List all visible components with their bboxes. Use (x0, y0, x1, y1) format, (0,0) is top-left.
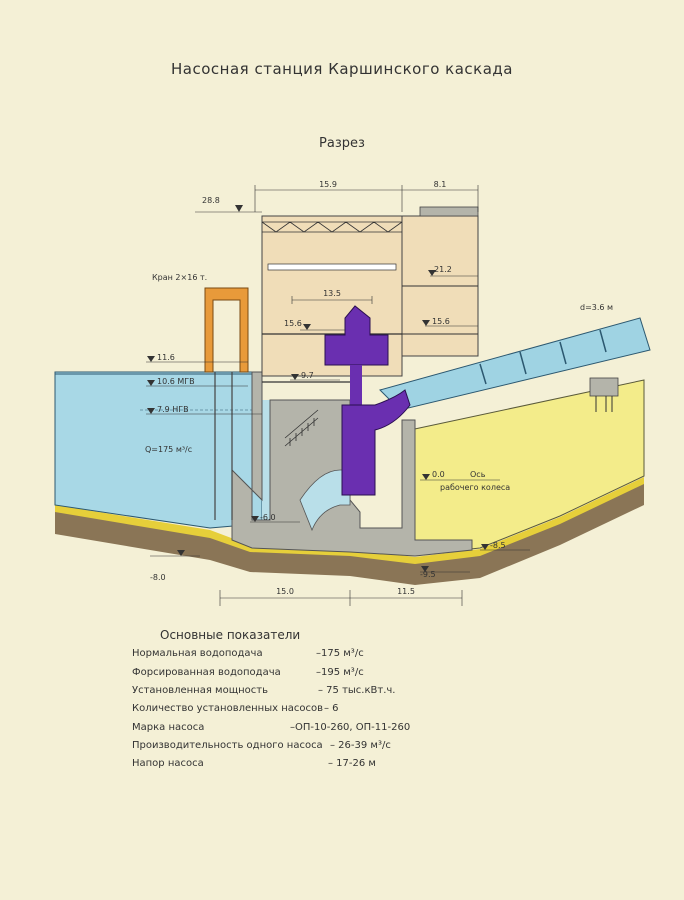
pump-shaft (350, 365, 362, 405)
pump-body (341, 389, 411, 496)
axis-label-line2: рабочего колеса (440, 483, 510, 492)
indicator-row: Количество установленных насосов – 6 (132, 703, 592, 721)
level-foundation-right: -8.5 (490, 541, 506, 550)
support-piles (595, 396, 613, 412)
section-title: Разрез (319, 136, 365, 151)
indicator-value: – 26-39 м³/с (330, 740, 391, 751)
indicator-value: –195 м³/с (316, 667, 364, 678)
indicator-label: Количество установленных насосов (132, 703, 324, 714)
indicator-value: –175 м³/с (316, 648, 364, 659)
level-roof: 28.8 (202, 196, 220, 205)
indicators-heading: Основные показатели (160, 628, 301, 642)
suction-pipe (299, 469, 351, 532)
pipe-diameter-label: d=3.6 м (580, 303, 613, 312)
pipe-support (589, 377, 619, 397)
indicator-row: Нормальная водоподача –175 м³/с (132, 648, 592, 666)
level-bottom-outer: -8.0 (150, 573, 166, 582)
level-foundation-bottom: -9.5 (420, 570, 436, 579)
dim-bottom-left: 15.0 (276, 587, 294, 596)
axis-label-line1: Ось (470, 470, 486, 479)
indicator-label: Производительность одного насоса (132, 740, 323, 751)
pipe-joints (479, 329, 607, 385)
crane-legs (214, 372, 233, 520)
indicator-value: –ОП-10-260, ОП-11-260 (290, 722, 411, 733)
indicator-label: Установленная мощность (132, 685, 268, 696)
stairs (284, 409, 319, 447)
roof-parapet (419, 206, 479, 217)
indicator-row: Форсированная водоподача –195 м³/с (132, 667, 592, 685)
hall-crane-beam (267, 263, 397, 271)
page-title: Насосная станция Каршинского каскада (171, 60, 513, 78)
dim-bottom-right: 11.5 (397, 587, 415, 596)
level-ngv: 7.9 НГВ (157, 405, 189, 414)
crane-label: Кран 2×16 т. (152, 273, 207, 282)
indicator-label: Нормальная водоподача (132, 648, 263, 659)
indicator-value: – 75 тыс.кВт.ч. (318, 685, 396, 696)
soil-backfill (409, 379, 645, 556)
indicator-row: Установленная мощность – 75 тыс.кВт.ч. (132, 685, 592, 703)
indicator-value: – 17-26 м (328, 758, 376, 769)
indicator-row: Марка насоса –ОП-10-260, ОП-11-260 (132, 722, 592, 740)
level-floor-mid: 9.7 (301, 371, 314, 380)
crane-gantry (204, 287, 249, 373)
dimension-lines (146, 185, 530, 606)
indicator-value: – 6 (324, 703, 339, 714)
level-markers (147, 205, 489, 572)
roof-truss (261, 221, 403, 233)
dim-top-left: 15.9 (319, 180, 337, 189)
level-hall-right: 15.6 (432, 317, 450, 326)
indicator-label: Форсированная водоподача (132, 667, 281, 678)
level-axis: 0.0 (432, 470, 445, 479)
indicator-row: Напор насоса – 17-26 м (132, 758, 592, 776)
level-water-top: 11.6 (157, 353, 175, 362)
level-hall-left: 15.6 (284, 319, 302, 328)
indicator-label: Марка насоса (132, 722, 205, 733)
indicator-label: Напор насоса (132, 758, 204, 769)
dim-top-right: 8.1 (434, 180, 447, 189)
ground-layer (55, 480, 644, 585)
level-mgv: 10.6 МГВ (157, 377, 195, 386)
dim-hall-span: 13.5 (323, 289, 341, 298)
indicator-row: Производительность одного насоса – 26-39… (132, 740, 592, 758)
discharge-label: Q=175 м³/с (145, 445, 192, 454)
level-upper: 21.2 (434, 265, 452, 274)
level-bottom-inner: -6.0 (260, 513, 276, 522)
